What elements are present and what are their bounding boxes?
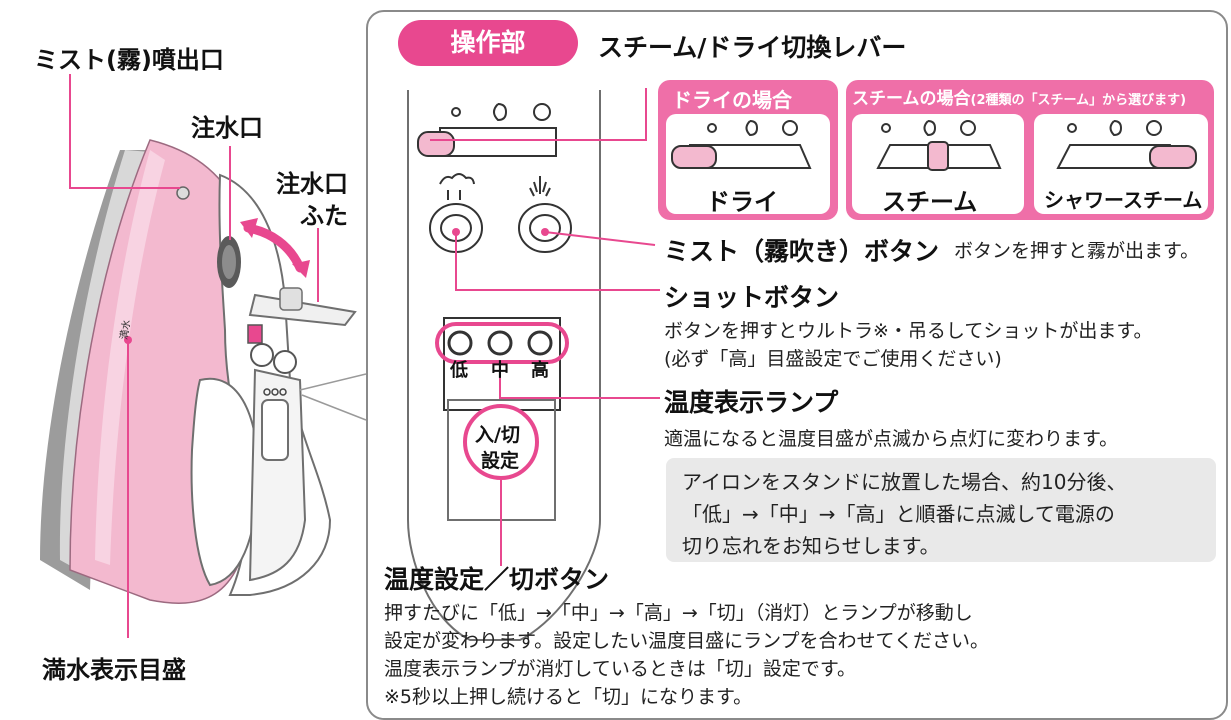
power-button-label-2: 設定 xyxy=(481,450,520,472)
temp-button-desc-2: 設定が変わります。設定したい温度目盛にランプを合わせてください。 xyxy=(384,630,989,652)
water-inlet-lid-label-1: 注水口 xyxy=(276,170,348,198)
temp-button-desc-3: 温度表示ランプが消灯しているときは「切」設定です。 xyxy=(384,658,856,680)
lever-knob xyxy=(417,131,455,157)
temp-lamp-desc: 適温になると温度目盛が点滅から点灯に変わります。 xyxy=(664,428,1119,450)
mist-button-title: ミスト（霧吹き）ボタン xyxy=(664,237,940,266)
temp-button-title: 温度設定／切ボタン xyxy=(384,565,610,594)
lamp-high-label: 高 xyxy=(531,360,549,381)
water-inlet-lid-label-2: ふた xyxy=(300,202,348,230)
mode-shower-label: シャワースチーム xyxy=(1044,188,1203,212)
water-inlet-lid xyxy=(248,293,357,327)
steam-mode-header: スチームの場合(2種類の「スチーム」から選びます) xyxy=(852,89,1187,109)
power-button-label-1: 入/切 xyxy=(475,424,520,446)
shot-button-desc-2: (必ず「高」目盛設定でご使用ください) xyxy=(664,348,1002,370)
mist-outlet-label: ミスト(霧)噴出口 xyxy=(34,46,224,74)
note-line-2: 「低」→「中」→「高」と順番に点滅して電源の xyxy=(682,502,1115,526)
temp-button-desc-1: 押すたびに「低」→「中」→「高」→「切」（消灯）とランプが移動し xyxy=(384,602,973,624)
mode-steam-label: スチーム xyxy=(882,188,978,216)
full-water-mark-label: 満水表示目盛 xyxy=(42,656,186,684)
shot-button-title: ショットボタン xyxy=(664,283,840,312)
water-inlet-label: 注水口 xyxy=(191,114,263,142)
mode-dry-label: ドライ xyxy=(706,188,778,216)
dry-mode-header: ドライの場合 xyxy=(672,88,792,112)
shot-button-desc-1: ボタンを押すとウルトラ※・吊るしてショットが出ます。 xyxy=(664,320,1153,342)
power-button-graphic xyxy=(463,404,539,480)
lamp-mid-label: 中 xyxy=(491,360,509,381)
mist-button-desc: ボタンを押すと霧が出ます。 xyxy=(954,240,1200,262)
lamp-low-label: 低 xyxy=(450,360,468,381)
note-line-1: アイロンをスタンドに放置した場合、約10分後、 xyxy=(682,470,1127,494)
note-line-3: 切り忘れをお知らせします。 xyxy=(682,534,940,558)
temp-button-desc-4: ※5秒以上押し続けると「切」になります。 xyxy=(384,686,753,708)
lever-title: スチーム/ドライ切換レバー xyxy=(598,33,907,62)
auto-off-note: アイロンをスタンドに放置した場合、約10分後、 「低」→「中」→「高」と順番に点… xyxy=(666,458,1216,562)
panel-title-badge: 操作部 xyxy=(398,20,578,66)
temp-lamp-title: 温度表示ランプ xyxy=(664,388,839,417)
